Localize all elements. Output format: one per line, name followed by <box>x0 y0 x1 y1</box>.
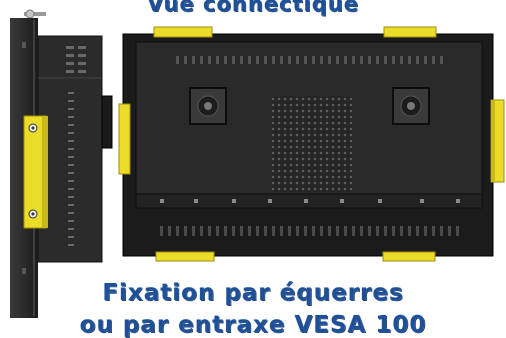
top-right-bracket <box>383 26 437 38</box>
top-left-bracket <box>153 26 213 38</box>
left-bracket <box>118 103 131 175</box>
port-column <box>66 46 86 246</box>
vesa-mount-icon <box>189 87 227 125</box>
caption-line-2: ou par entraxe VESA 100 <box>79 312 427 338</box>
port-markers <box>160 199 460 203</box>
bottom-left-bracket <box>155 251 215 262</box>
bottom-slots <box>160 226 459 236</box>
vesa-mount-icon <box>392 87 430 125</box>
vent-grille-icon <box>272 96 352 192</box>
back-view <box>118 26 505 262</box>
bottom-right-bracket <box>382 251 436 262</box>
side-connector <box>101 95 113 149</box>
caption-line-1: Fixation par équerres <box>102 280 404 306</box>
top-slots <box>176 56 443 64</box>
port-strip <box>135 193 483 209</box>
caption-title: Vue connectique <box>147 0 359 16</box>
side-view <box>10 9 113 318</box>
side-bracket <box>23 115 48 229</box>
screw-icon <box>28 209 38 219</box>
screw-icon <box>28 123 38 133</box>
